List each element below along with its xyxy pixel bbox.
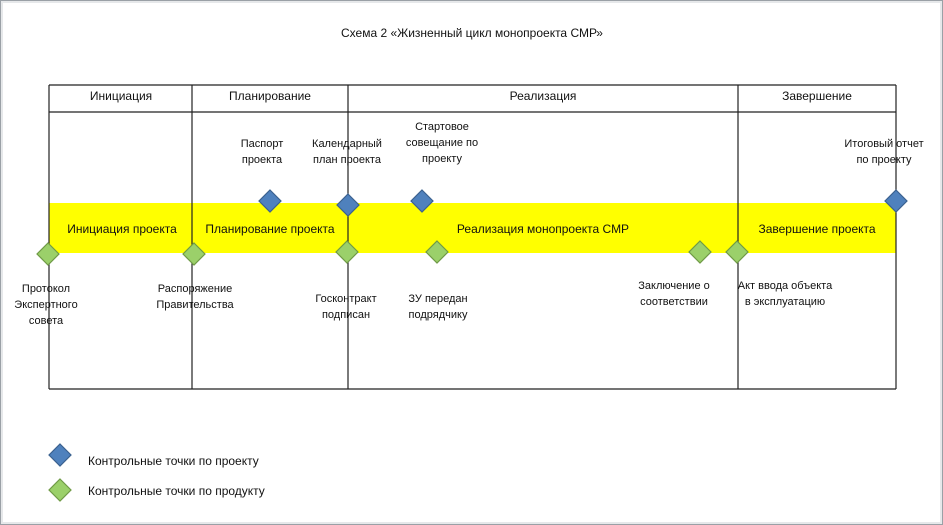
product-milestone-label-line: ЗУ передан	[408, 293, 467, 305]
legend-project-diamond-icon	[48, 443, 72, 467]
product-milestone: ЗУ передан подрядчику	[408, 240, 468, 321]
product-milestone-label-line: Акт ввода объекта	[738, 280, 833, 292]
project-milestone-label-line: совещание по	[406, 137, 478, 149]
project-milestone-label: Стартовое совещание по проекту	[406, 121, 478, 165]
project-milestone-label-line: Стартовое	[415, 121, 469, 133]
product-milestone-label-line: подрядчику	[409, 309, 468, 321]
band-label-planning: Планирование проекта	[205, 222, 334, 236]
project-milestone-label-line: проекту	[422, 153, 462, 165]
legend-project-label: Контрольные точки по проекту	[88, 454, 259, 468]
band-label-realization: Реализация монопроекта СМР	[457, 222, 629, 236]
project-milestone-label-line: проекта	[242, 154, 283, 166]
project-milestone: Стартовое совещание по проекту	[406, 121, 478, 213]
project-milestone: Календарный план проекта	[312, 138, 382, 217]
project-milestone-label-line: по проекту	[856, 154, 912, 166]
product-milestone-diamond-icon	[335, 240, 359, 264]
product-milestone-label-line: совета	[29, 315, 64, 327]
product-milestone-label-line: Экспертного	[14, 299, 77, 311]
project-milestone-diamond-icon	[884, 189, 908, 213]
band-label-initiation: Инициация проекта	[67, 222, 177, 236]
product-milestone: Заключение о соответствии	[638, 240, 712, 308]
project-milestone-label-line: Паспорт	[241, 138, 284, 150]
product-milestone-diamond-icon	[425, 240, 449, 264]
project-milestone-label-line: Календарный	[312, 138, 382, 150]
legend-product-label: Контрольные точки по продукту	[88, 484, 265, 498]
product-milestone-diamond-icon	[36, 242, 60, 266]
legend-product-diamond-icon	[48, 478, 72, 502]
diagram-title: Схема 2 «Жизненный цикл монопроекта СМР»	[341, 26, 603, 40]
phase-completion: Завершение	[782, 89, 852, 103]
product-milestone-label: Госконтракт подписан	[315, 293, 376, 321]
phase-band	[49, 203, 896, 253]
product-milestone-label-line: подписан	[322, 309, 370, 321]
product-milestone-label-line: в эксплуатацию	[745, 296, 825, 308]
project-milestone-label: Итоговый отчет по проекту	[844, 138, 923, 166]
product-milestone: Акт ввода объекта в эксплуатацию	[725, 240, 833, 308]
product-milestone-label: Заключение о соответствии	[638, 280, 709, 308]
product-milestone-label-line: Распоряжение	[158, 283, 232, 295]
project-milestone-diamond-icon	[258, 189, 282, 213]
product-milestone-diamond-icon	[182, 242, 206, 266]
legend-item-project: Контрольные точки по проекту	[48, 443, 259, 468]
project-milestone-diamond-icon	[410, 189, 434, 213]
phase-planning: Планирование	[229, 89, 311, 103]
product-milestone-label: Акт ввода объекта в эксплуатацию	[738, 280, 833, 308]
phase-realization: Реализация	[510, 89, 577, 103]
project-milestone: Итоговый отчет по проекту	[844, 138, 924, 213]
project-milestones: Паспорт проекта Календарный план проекта Ста…	[241, 121, 924, 217]
project-milestone: Паспорт проекта	[241, 138, 284, 213]
product-milestone-label-line: соответствии	[640, 296, 708, 308]
band-label-completion: Завершение проекта	[758, 222, 875, 236]
project-milestone-diamond-icon	[336, 193, 360, 217]
legend: Контрольные точки по проекту Контрольные…	[48, 443, 265, 502]
phase-grid	[48, 84, 897, 390]
project-milestone-label-line: Итоговый отчет	[844, 138, 923, 150]
product-milestone-diamond-icon	[725, 240, 749, 264]
product-milestone: Госконтракт подписан	[315, 240, 377, 321]
product-milestone-label-line: Протокол	[22, 283, 70, 295]
project-milestone-label: Паспорт проекта	[241, 138, 284, 166]
legend-item-product: Контрольные точки по продукту	[48, 478, 265, 502]
phase-initiation: Инициация	[90, 89, 152, 103]
product-milestone-label-line: Заключение о	[638, 280, 709, 292]
product-milestone-label: ЗУ передан подрядчику	[408, 293, 468, 321]
project-milestone-label: Календарный план проекта	[312, 138, 382, 166]
product-milestone-diamond-icon	[688, 240, 712, 264]
product-milestone-label-line: Правительства	[156, 299, 234, 311]
project-milestone-label-line: план проекта	[313, 154, 382, 166]
product-milestone-label-line: Госконтракт	[315, 293, 376, 305]
